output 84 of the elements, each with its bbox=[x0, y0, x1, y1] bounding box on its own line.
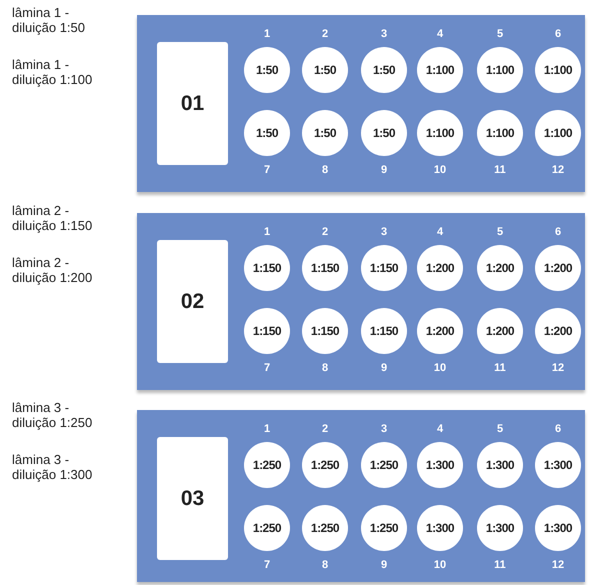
well-number: 5 bbox=[496, 226, 504, 238]
well-circle: 1:150 bbox=[361, 308, 407, 354]
well-circle: 1:100 bbox=[477, 47, 523, 93]
well-circle: 1:200 bbox=[535, 308, 581, 354]
well-number: 12 bbox=[550, 362, 566, 374]
slide-label: 02 bbox=[157, 240, 228, 363]
well-number: 3 bbox=[380, 423, 388, 435]
well-number: 5 bbox=[496, 28, 504, 40]
well-circle: 1:300 bbox=[417, 505, 463, 551]
well-number: 10 bbox=[432, 362, 448, 374]
well-number: 2 bbox=[320, 226, 330, 238]
well-circle: 1:250 bbox=[361, 505, 407, 551]
slide-note: lâmina 2 - diluição 1:200 bbox=[12, 255, 94, 285]
well-number: 8 bbox=[320, 362, 330, 374]
well-circle: 1:300 bbox=[477, 442, 523, 488]
slide-note: lâmina 1 - diluição 1:50 bbox=[12, 5, 86, 35]
well-number: 1 bbox=[262, 423, 272, 435]
slide-note: lâmina 3 - diluição 1:250 bbox=[12, 400, 94, 430]
well-number: 6 bbox=[554, 28, 562, 40]
well-number: 9 bbox=[380, 559, 388, 571]
well-number: 11 bbox=[493, 559, 507, 571]
well-circle: 1:150 bbox=[244, 245, 290, 291]
well-circle: 1:150 bbox=[361, 245, 407, 291]
well-number: 8 bbox=[320, 559, 330, 571]
well-circle: 1:50 bbox=[244, 47, 290, 93]
well-circle: 1:100 bbox=[535, 110, 581, 156]
well-circle: 1:200 bbox=[417, 308, 463, 354]
well-number: 3 bbox=[380, 226, 388, 238]
slide-panel bbox=[137, 410, 585, 582]
well-number: 11 bbox=[493, 164, 507, 176]
well-number: 1 bbox=[262, 226, 272, 238]
well-number: 5 bbox=[496, 423, 504, 435]
well-number: 12 bbox=[550, 559, 566, 571]
well-number: 11 bbox=[493, 362, 507, 374]
well-number: 7 bbox=[262, 559, 272, 571]
well-number: 6 bbox=[554, 423, 562, 435]
well-circle: 1:150 bbox=[244, 308, 290, 354]
well-circle: 1:100 bbox=[417, 47, 463, 93]
well-number: 4 bbox=[436, 423, 444, 435]
well-number: 8 bbox=[320, 164, 330, 176]
well-circle: 1:300 bbox=[535, 442, 581, 488]
well-circle: 1:200 bbox=[535, 245, 581, 291]
well-circle: 1:100 bbox=[535, 47, 581, 93]
slide-panel bbox=[137, 213, 585, 390]
well-number: 4 bbox=[436, 28, 444, 40]
well-number: 7 bbox=[262, 362, 272, 374]
well-circle: 1:150 bbox=[302, 245, 348, 291]
well-circle: 1:100 bbox=[477, 110, 523, 156]
well-number: 10 bbox=[432, 559, 448, 571]
well-number: 2 bbox=[320, 423, 330, 435]
well-circle: 1:50 bbox=[302, 110, 348, 156]
well-circle: 1:200 bbox=[417, 245, 463, 291]
well-circle: 1:250 bbox=[302, 442, 348, 488]
well-circle: 1:250 bbox=[302, 505, 348, 551]
well-circle: 1:300 bbox=[477, 505, 523, 551]
well-number: 6 bbox=[554, 226, 562, 238]
well-circle: 1:50 bbox=[361, 110, 407, 156]
slide-note: lâmina 1 - diluição 1:100 bbox=[12, 57, 94, 87]
well-circle: 1:300 bbox=[417, 442, 463, 488]
well-circle: 1:250 bbox=[244, 442, 290, 488]
well-number: 3 bbox=[380, 28, 388, 40]
well-number: 4 bbox=[436, 226, 444, 238]
well-number: 1 bbox=[262, 28, 272, 40]
slide-note: lâmina 3 - diluição 1:300 bbox=[12, 452, 94, 482]
well-number: 9 bbox=[380, 164, 388, 176]
well-circle: 1:100 bbox=[417, 110, 463, 156]
well-circle: 1:200 bbox=[477, 308, 523, 354]
well-circle: 1:50 bbox=[302, 47, 348, 93]
well-circle: 1:300 bbox=[535, 505, 581, 551]
well-circle: 1:50 bbox=[361, 47, 407, 93]
slide-label: 03 bbox=[157, 437, 228, 560]
well-number: 9 bbox=[380, 362, 388, 374]
well-circle: 1:200 bbox=[477, 245, 523, 291]
well-circle: 1:250 bbox=[361, 442, 407, 488]
slide-panel bbox=[137, 15, 585, 192]
well-number: 7 bbox=[262, 164, 272, 176]
well-circle: 1:50 bbox=[244, 110, 290, 156]
slide-label: 01 bbox=[157, 42, 228, 165]
slide-note: lâmina 2 - diluição 1:150 bbox=[12, 203, 94, 233]
well-number: 12 bbox=[550, 164, 566, 176]
well-number: 10 bbox=[432, 164, 448, 176]
well-circle: 1:150 bbox=[302, 308, 348, 354]
well-circle: 1:250 bbox=[244, 505, 290, 551]
well-number: 2 bbox=[320, 28, 330, 40]
